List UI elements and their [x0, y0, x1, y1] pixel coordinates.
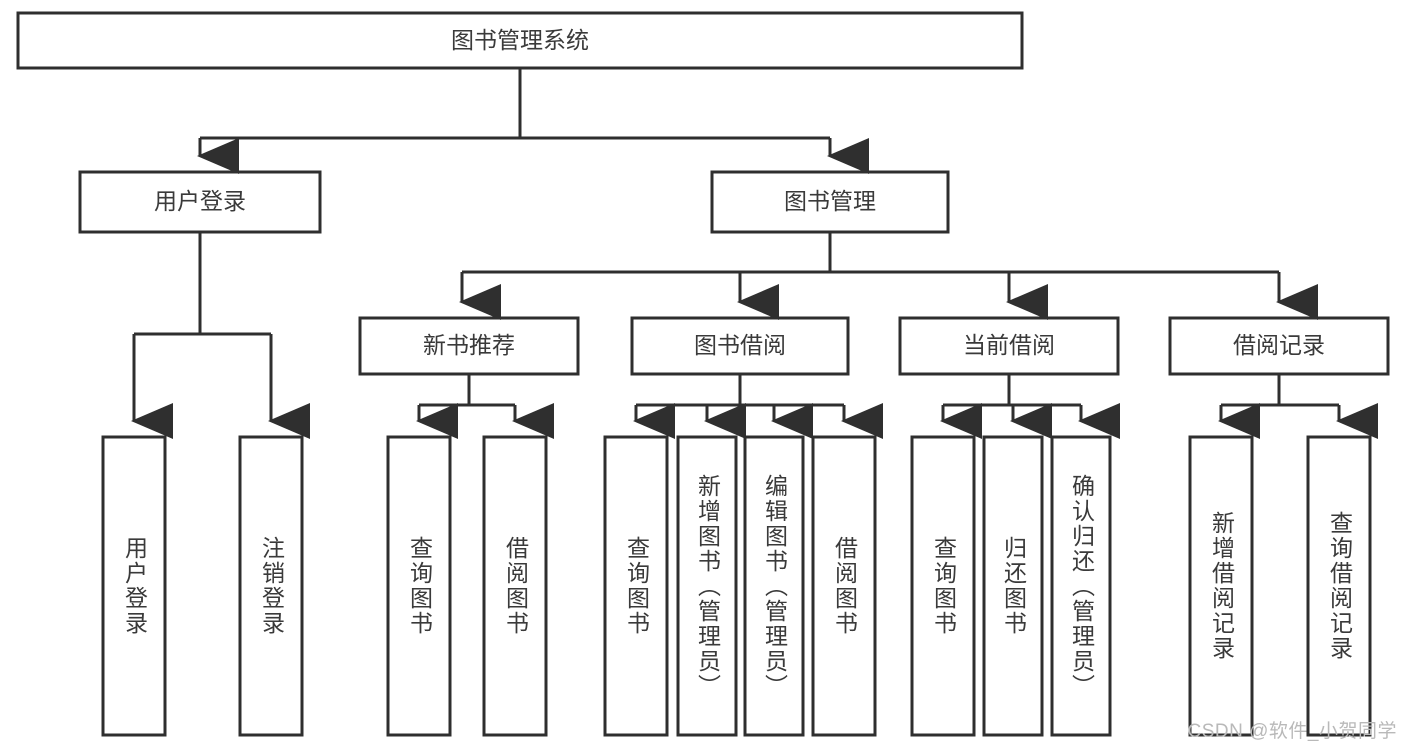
node-label-user-login: 用户登录 [154, 188, 246, 214]
node-box-leaf-rec-query[interactable] [386, 435, 452, 737]
node-box-leaf-cur-confirm[interactable] [1050, 435, 1112, 737]
node-box-root[interactable] [16, 11, 1024, 70]
node-box-leaf-borrow-edit[interactable] [743, 435, 805, 737]
node-box-leaf-borrow-add[interactable] [676, 435, 738, 737]
connector-borrow-record-to-leaves [1218, 374, 1378, 439]
node-box-new-book-rec[interactable] [358, 316, 580, 376]
node-box-leaf-borrow-query[interactable] [603, 435, 669, 737]
connector-book-manage-to-level3 [459, 232, 1318, 320]
connector-current-borrow-to-leaves [940, 374, 1120, 439]
node-label-new-book-rec: 新书推荐 [423, 332, 515, 358]
watermark-text: CSDN @软件_小贺同学 [1187, 721, 1397, 742]
node-label-book-manage: 图书管理 [784, 188, 876, 214]
node-box-leaf-cur-query[interactable] [910, 435, 976, 737]
node-boxes [16, 11, 1390, 737]
node-box-leaf-rec-query2[interactable] [1306, 435, 1372, 737]
connector-new-book-rec-to-leaves [416, 374, 554, 439]
node-box-leaf-user-login[interactable] [101, 435, 167, 737]
node-box-leaf-rec-add[interactable] [1188, 435, 1254, 737]
node-box-leaf-user-logout[interactable] [238, 435, 304, 737]
node-box-leaf-cur-return[interactable] [982, 435, 1044, 737]
connector-book-borrow-to-leaves [633, 374, 883, 439]
connector-root-to-level2 [197, 68, 869, 174]
node-box-leaf-rec-borrow[interactable] [482, 435, 548, 737]
node-box-user-login[interactable] [78, 170, 322, 234]
node-label-borrow-record: 借阅记录 [1233, 332, 1325, 358]
node-label-root: 图书管理系统 [451, 27, 589, 53]
node-box-current-borrow[interactable] [898, 316, 1120, 376]
node-label-current-borrow: 当前借阅 [963, 332, 1055, 358]
node-label-book-borrow: 图书借阅 [694, 332, 786, 358]
connector-user-login-to-leaves [131, 232, 310, 439]
node-box-leaf-borrow-lend[interactable] [811, 435, 877, 737]
